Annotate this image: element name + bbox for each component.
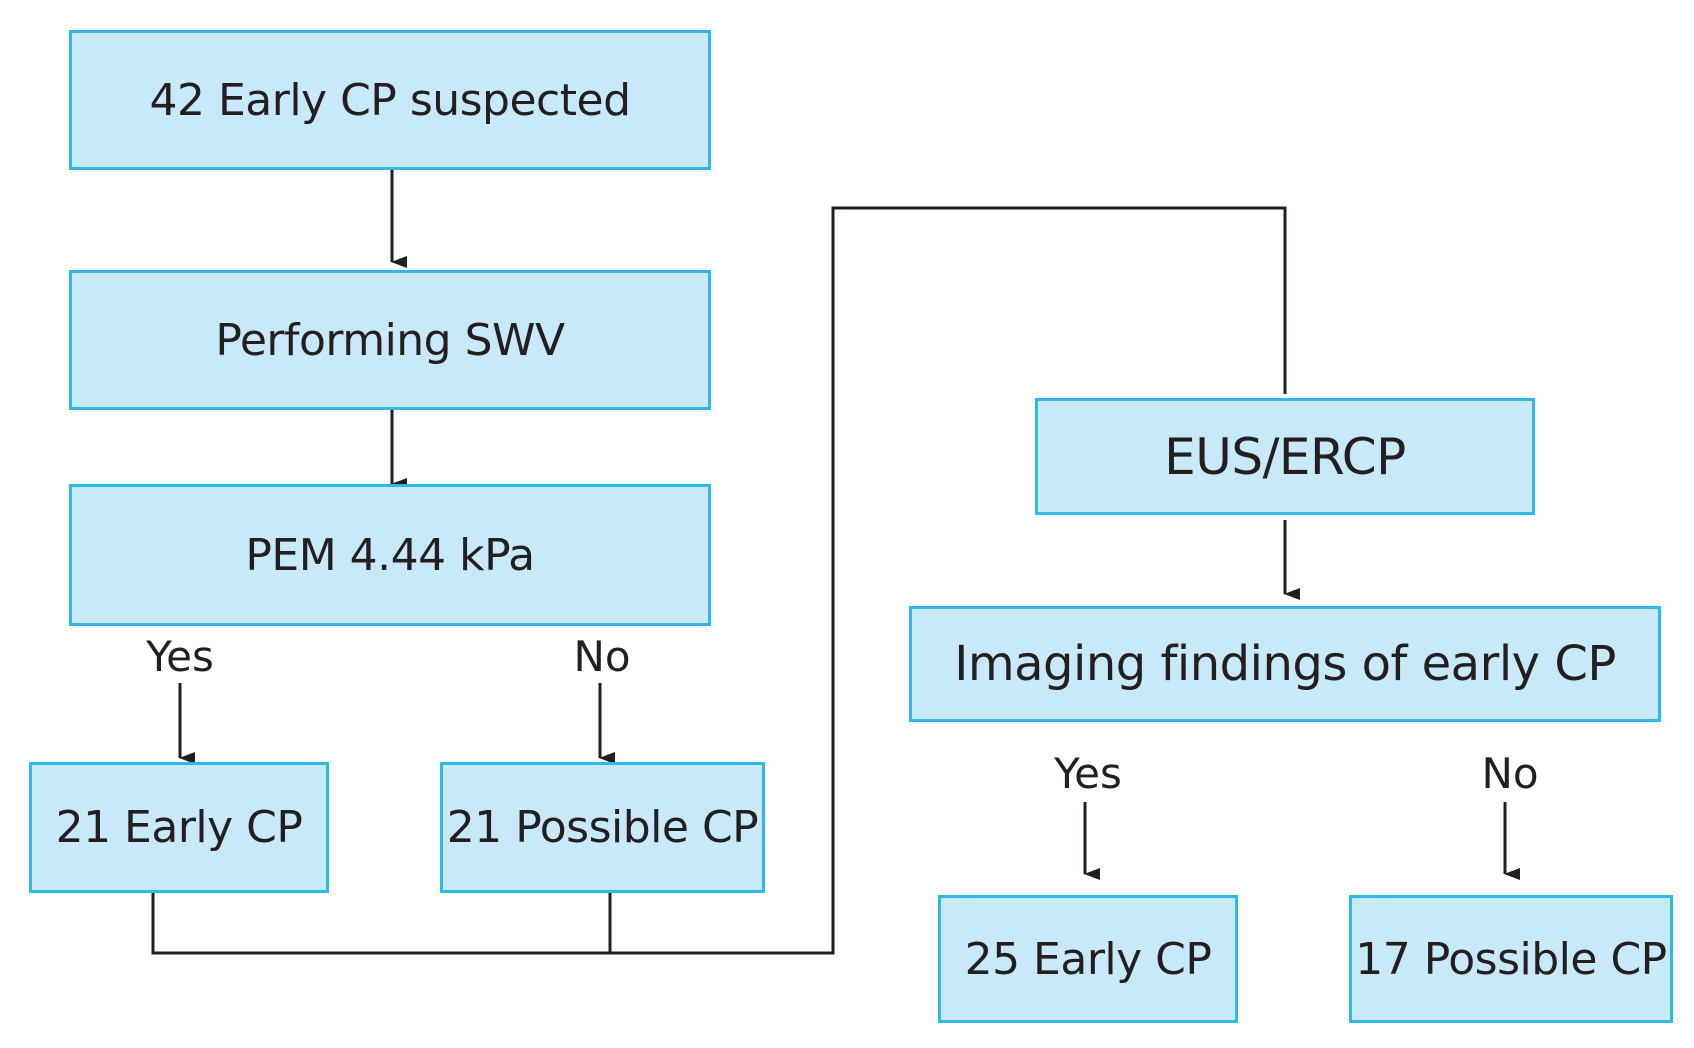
- route-to-eus: [610, 206, 1287, 955]
- node-early-cp-left: 21 Early CP: [29, 762, 329, 893]
- branch-label-no: No: [573, 632, 631, 681]
- node-text: 21 Early CP: [55, 802, 303, 853]
- node-text: Performing SWV: [215, 314, 565, 366]
- branch-label-yes: Yes: [146, 632, 214, 681]
- node-text: 17 Possible CP: [1355, 933, 1667, 985]
- merge-connector: [151, 888, 612, 955]
- node-text: 42 Early CP suspected: [149, 74, 632, 126]
- node-performing-swv: Performing SWV: [69, 270, 711, 410]
- node-early-cp-right: 25 Early CP: [938, 895, 1238, 1023]
- node-possible-cp-right: 17 Possible CP: [1349, 895, 1673, 1023]
- node-text: 21 Possible CP: [446, 802, 759, 853]
- node-text: 25 Early CP: [964, 933, 1212, 985]
- branch-label-no: No: [1481, 749, 1539, 798]
- node-possible-cp-left: 21 Possible CP: [440, 762, 765, 893]
- node-imaging-findings: Imaging findings of early CP: [909, 606, 1661, 722]
- node-eus-ercp: EUS/ERCP: [1035, 398, 1535, 515]
- node-text: EUS/ERCP: [1164, 427, 1406, 486]
- node-text: Imaging findings of early CP: [954, 636, 1616, 692]
- node-pem-threshold: PEM 4.44 kPa: [69, 484, 711, 626]
- node-text: PEM 4.44 kPa: [245, 529, 535, 581]
- branch-label-yes: Yes: [1054, 749, 1122, 798]
- node-early-cp-suspected: 42 Early CP suspected: [69, 30, 711, 170]
